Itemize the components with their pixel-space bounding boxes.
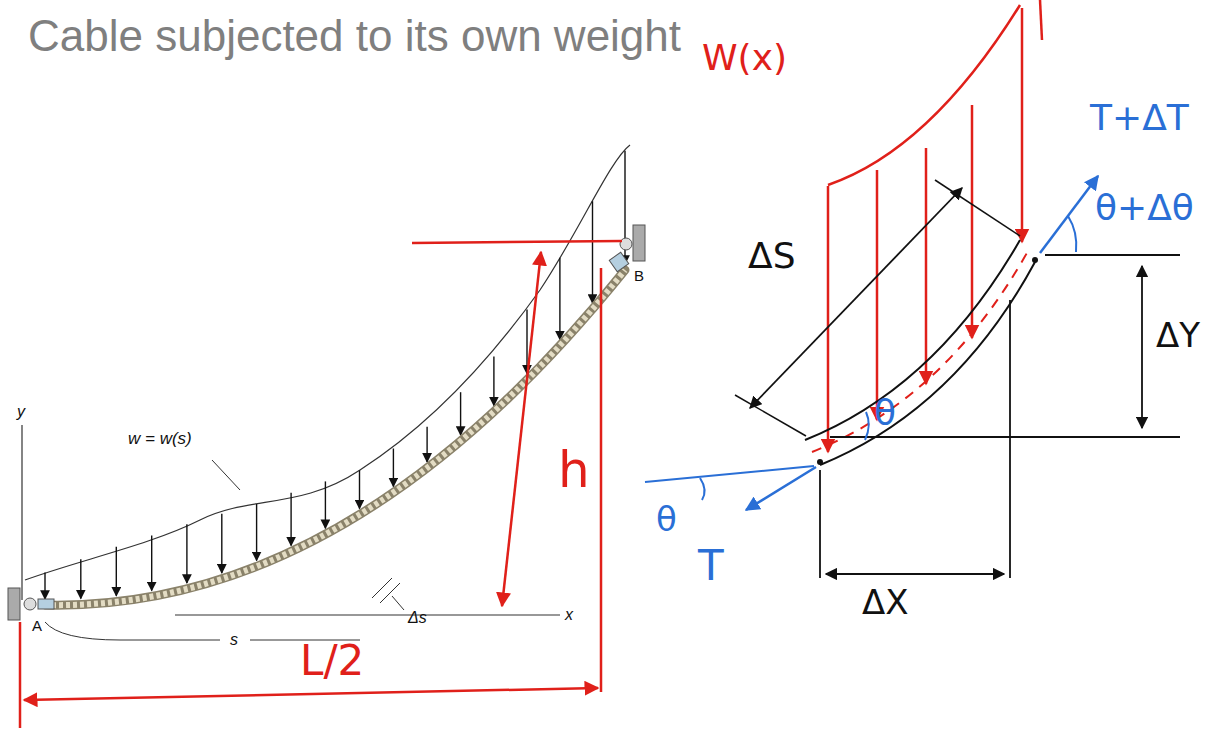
angle-arc [865,412,869,440]
load-arrow [393,449,394,487]
load-arrow [426,427,427,462]
cable [45,270,625,605]
load-arrow [80,559,81,598]
load-arrow [151,536,152,591]
force-label: T+ΔT [1090,100,1189,136]
load-arrow [559,258,560,340]
pin [24,598,36,610]
collar [38,599,54,609]
extension-line [935,180,1020,236]
load-arrow [493,357,494,406]
s-dimension [45,622,220,640]
extension-line [1009,300,1011,578]
extension-line [735,395,806,436]
tension-arrow [746,467,816,510]
half-span-dimension [24,688,598,700]
tension-arrow [1040,176,1098,253]
load-label: w = w(s) [128,430,192,447]
load-arrow [325,481,326,528]
load-arrow [460,392,461,435]
node-dot [1032,257,1038,263]
extension-line [600,268,603,692]
load-arrow [359,470,360,508]
delta-s-mark [380,583,400,603]
load-arrow [186,524,187,583]
load-label: W(x) [702,40,787,76]
load-arrow [592,201,593,303]
reference-line [1045,254,1180,256]
x-axis [175,614,560,615]
node-dot [817,459,823,465]
reference-line [645,466,814,482]
load-arrow [44,573,45,600]
reference-line [830,436,1180,438]
load-arrow [290,493,291,546]
extension-line [819,470,821,578]
cable-rope [45,270,625,605]
dimension-label: ΔY [1156,318,1200,352]
slide-title: Cable subjected to its own weight [28,12,681,60]
leader-line [212,460,240,490]
arc-length-label: s [230,632,238,648]
load-arrow [116,547,117,596]
reference-line [412,241,622,243]
h-dimension [502,252,541,606]
point-label: A [32,618,42,633]
dimension-label: ΔS [748,238,795,274]
angle-label: θ+Δθ [1095,190,1194,226]
angle-arc [1068,216,1076,252]
load-edge [1040,0,1042,40]
dimension-label: ΔX [862,585,909,619]
angle-label: θ [656,502,677,536]
element-edge [805,240,1020,440]
dimension-label: L/2 [300,640,364,682]
extension-line [19,622,22,728]
delta-s-dimension [750,188,962,408]
centre-line [812,251,1028,452]
wall-support [633,225,645,261]
axis-label: y [17,404,25,420]
load-arrow [221,514,222,573]
delta-x-dimension [826,573,1004,575]
leader-line [392,596,404,610]
wall-support [8,588,20,620]
load-curve [828,5,1020,185]
delta-y-dimension [1141,266,1143,428]
dimension-label: h [558,445,590,495]
load-arrow [256,504,257,561]
axis-label: x [565,607,573,623]
point-label: B [634,268,644,283]
angle-arc [700,478,705,500]
force-label: T [698,545,724,587]
y-axis [21,425,22,600]
delta-s-mark [372,578,392,598]
load-arrows [828,8,1022,452]
angle-label: θ [874,395,896,431]
collar [609,252,628,271]
element-label: Δs [408,610,427,626]
